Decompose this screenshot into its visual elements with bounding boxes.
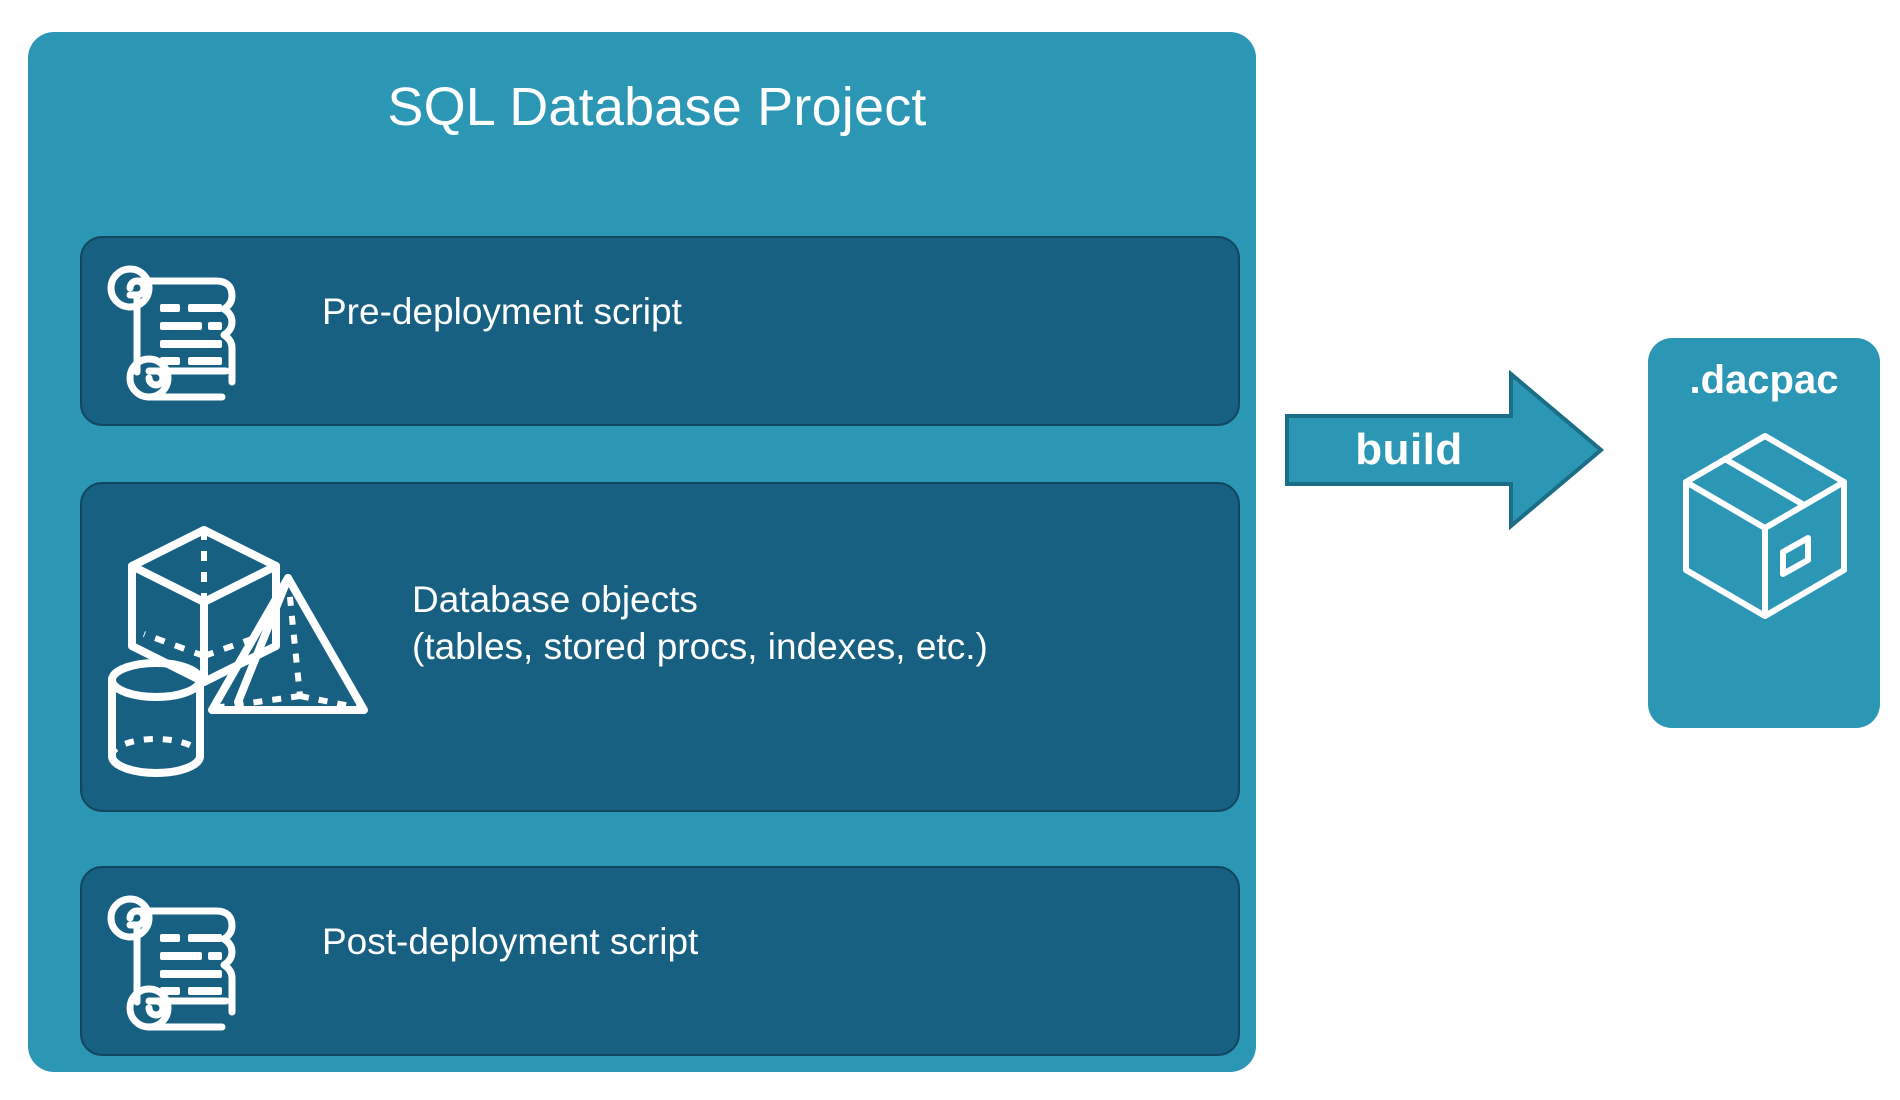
cylinder-hidden-edges [109,736,203,757]
pyramid-icon [208,574,368,714]
scroll-icon [104,260,254,405]
sql-database-project-panel: SQL Database Project [28,32,1256,1072]
package-box-icon [1680,426,1850,626]
dacpac-title: .dacpac [1689,358,1839,402]
card-post-deployment[interactable]: Post-deployment script [80,866,1240,1056]
card-post-deployment-label: Post-deployment script [322,921,699,962]
shapes-icon [92,504,392,794]
right-arrow-icon [1284,369,1605,531]
page-title: SQL Database Project [387,77,927,137]
cylinder-icon [108,659,204,777]
card-database-objects-label: Database objects (tables, stored procs, … [412,579,988,668]
cube-hidden-edges [142,530,268,659]
card-pre-deployment[interactable]: Pre-deployment script [80,236,1240,426]
pyramid-hidden-edges [213,577,361,711]
card-database-objects[interactable]: Database objects (tables, stored procs, … [80,482,1240,812]
scroll-icon [104,890,254,1035]
dacpac-output-panel[interactable]: .dacpac [1648,338,1880,728]
card-pre-deployment-label: Pre-deployment script [322,291,682,332]
